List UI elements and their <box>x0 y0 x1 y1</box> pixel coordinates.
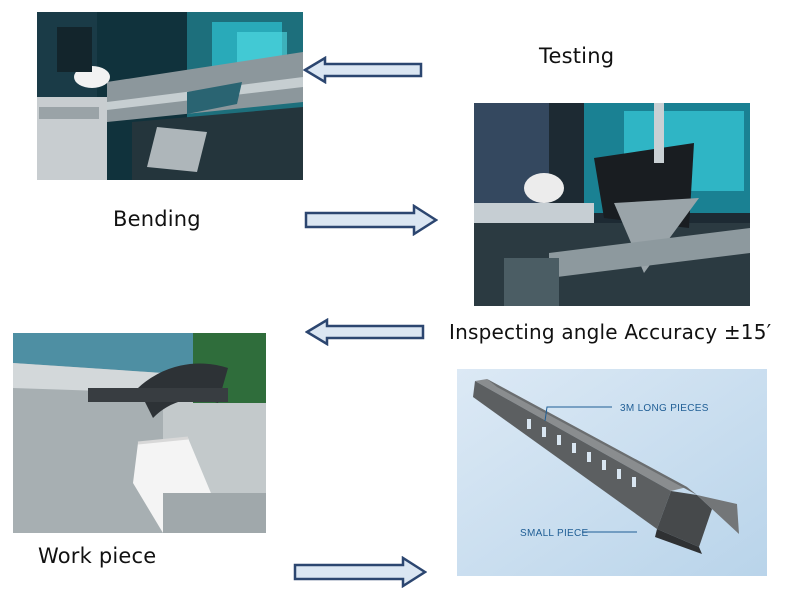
bending-photo <box>37 12 303 180</box>
work-piece-photo <box>13 333 266 533</box>
testing-label: Testing <box>539 44 615 68</box>
inspecting-label: Inspecting angle Accuracy ±15′ <box>449 320 772 344</box>
bending-label: Bending <box>113 207 201 231</box>
arrow-right-icon <box>292 556 427 588</box>
work-piece-label: Work piece <box>38 544 157 568</box>
arrow-left-icon <box>303 56 423 84</box>
product-image: 3M LONG PIECES SMALL PIECE <box>457 369 767 576</box>
arrow-left-icon <box>305 318 425 346</box>
long-pieces-callout: 3M LONG PIECES <box>620 403 709 414</box>
small-piece-callout: SMALL PIECE <box>520 528 589 539</box>
testing-photo <box>474 103 750 306</box>
arrow-right-icon <box>303 204 438 236</box>
